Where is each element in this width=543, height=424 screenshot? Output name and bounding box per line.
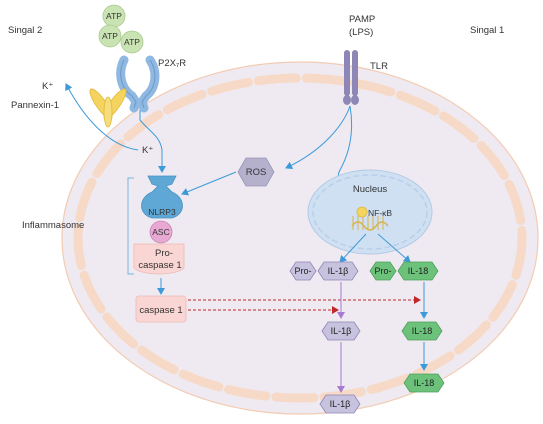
nfkb-to-il1b-arrow	[339, 233, 367, 263]
k-plus-in-label: K⁺	[142, 145, 153, 156]
ros-molecule: ROS	[237, 157, 275, 187]
il1b-secreted: IL-1β	[319, 394, 361, 414]
k-efflux-arrow	[65, 83, 139, 151]
caspase1-label: caspase 1	[139, 305, 182, 316]
nlrp3-complex: NLRP3 ASC	[141, 175, 183, 244]
caspase1: caspase 1	[135, 295, 187, 323]
ros-to-nlrp3-arrow	[181, 171, 237, 196]
pannexin-label: Pannexin-1	[11, 100, 59, 111]
cytoplasm	[83, 83, 517, 393]
p2x7r-receptor	[116, 55, 160, 113]
il1b-mature-label: IL-1β	[331, 326, 352, 336]
pro-il18-prefix-label: Pro-	[374, 266, 391, 276]
il1b-mature: IL-1β	[321, 321, 361, 341]
il1b-secreted-label: IL-1β	[330, 399, 351, 409]
il18-mature: IL-18	[401, 321, 443, 341]
p2x7r-label: P2X₇R	[158, 58, 186, 69]
il18-pathway: Pro- IL-18 IL-18 IL-18	[369, 261, 445, 393]
ros-label: ROS	[246, 167, 267, 178]
atp-label: ATP	[102, 31, 118, 41]
pro-il18: Pro- IL-18	[369, 261, 439, 281]
atp-label: ATP	[124, 37, 140, 47]
atp-molecule: ATP	[102, 4, 126, 28]
cell	[61, 61, 539, 415]
il18-secreted-label: IL-18	[414, 378, 435, 388]
procaspase-label-2: caspase 1	[138, 260, 181, 271]
inflammasome-label: Inflammasome	[22, 220, 84, 231]
nfkb-complex: NF-κB	[351, 206, 392, 231]
il1b-pathway: Pro- IL-1β IL-1β IL-1β	[289, 261, 361, 414]
p2x7r-to-nlrp3-arrow	[139, 110, 166, 173]
pro-il1b-label: IL-1β	[328, 266, 349, 276]
il18-mature-label: IL-18	[412, 326, 433, 336]
pro-il18-body	[397, 261, 439, 281]
pro-il1b: Pro- IL-1β	[289, 261, 359, 281]
pro-il1b-body	[317, 261, 359, 281]
pannexin-channel	[89, 88, 127, 128]
pro-il18-prefix	[369, 261, 397, 281]
lps-label: (LPS)	[349, 27, 373, 38]
il18-secreted: IL-18	[403, 373, 445, 393]
tlr-receptor	[343, 50, 359, 105]
atp-label: ATP	[106, 11, 122, 21]
signal1-label: Singal 1	[470, 25, 504, 36]
asc-label: ASC	[152, 227, 169, 237]
pamp-label: PAMP	[349, 14, 375, 25]
nlrp3-label: NLRP3	[148, 207, 176, 217]
procaspase1: Pro- caspase 1	[133, 243, 185, 275]
signal2-label: Singal 2	[8, 25, 42, 36]
cell-membrane	[73, 73, 527, 403]
nucleus-label: Nucleus	[353, 184, 388, 195]
k-plus-out-label: K⁺	[42, 81, 53, 92]
atp-molecule: ATP	[120, 30, 144, 54]
procaspase-label-1: Pro-	[155, 248, 173, 259]
asc-domain	[149, 220, 173, 244]
atp-molecule: ATP	[98, 24, 122, 48]
nucleus	[307, 169, 433, 255]
tlr-label: TLR	[370, 61, 388, 72]
inflammasome-bracket	[127, 177, 134, 275]
pro-il1b-prefix-label: Pro-	[294, 266, 311, 276]
pro-il1b-prefix	[289, 261, 317, 281]
atp-cluster: ATP ATP ATP	[98, 4, 144, 54]
nfkb-to-il18-arrow	[377, 233, 411, 263]
nfkb-dot	[356, 206, 368, 218]
pro-il18-label: IL-18	[408, 266, 429, 276]
nfkb-label: NF-κB	[368, 208, 392, 218]
tlr-to-ros-arrow	[285, 105, 351, 170]
